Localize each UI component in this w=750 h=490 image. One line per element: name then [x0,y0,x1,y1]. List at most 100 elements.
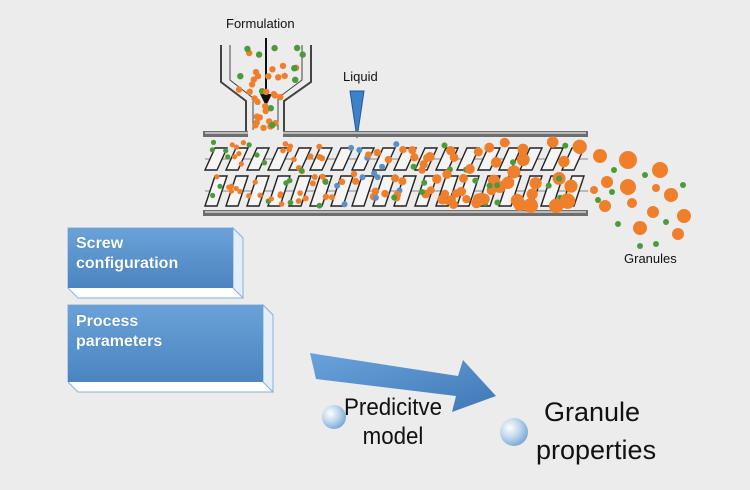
particle [217,183,223,189]
particle [237,188,243,195]
particle [373,148,381,157]
particle [381,189,389,198]
particle [282,141,289,147]
particle [231,154,238,160]
particle [637,243,643,249]
particle [307,153,314,160]
particle [562,142,569,149]
particle [356,147,363,153]
particle [223,148,229,154]
particle [499,137,510,148]
particle [302,195,309,202]
particle [293,44,301,52]
particle [472,193,484,205]
formulation-arrow [260,38,272,106]
particle [235,86,243,93]
particle [350,170,358,178]
screw-configuration-box [67,226,244,300]
particle [352,177,360,185]
particle [210,139,217,146]
particle [322,179,329,185]
particle [260,124,267,132]
particle [652,162,668,178]
process-parameters-box [67,303,274,394]
particles [209,44,691,249]
particle [319,173,326,180]
particle [322,193,330,200]
particle [510,193,524,207]
particle [291,156,297,163]
particle [271,44,278,52]
particle [233,144,240,150]
particle [254,152,260,158]
particle [318,155,326,162]
particle [261,160,268,166]
particle [292,76,299,84]
particle [365,151,372,159]
particle [255,51,263,58]
particle [348,144,355,151]
formulation-label: Formulation [226,16,295,31]
particle [309,180,316,187]
granules-label: Granules [624,251,677,266]
particle [262,107,269,115]
particle [328,194,336,201]
particle [653,241,659,247]
particle [298,167,305,174]
particle [408,146,417,155]
screw-flight [204,175,228,207]
particle [633,221,647,235]
particle [664,188,678,202]
particle [371,170,378,177]
particle [599,200,611,212]
particle [372,194,379,201]
particle [254,72,262,80]
particle [558,155,570,168]
particle [399,146,407,154]
particle [432,174,442,184]
particle [652,184,660,192]
particle [252,179,258,185]
particle [391,194,398,201]
particle [244,45,251,53]
particle [262,102,269,110]
screw-flight [246,175,270,207]
particle [647,206,659,218]
particle [615,221,621,227]
screw-flight [203,147,229,171]
particle [291,65,298,72]
particle [473,147,483,157]
particle [523,198,539,213]
particle [275,74,282,81]
particle [225,154,231,160]
particle [451,189,461,198]
particle [419,160,428,169]
particle [556,175,563,182]
particle [437,194,448,205]
particle [283,180,289,186]
particle [269,66,276,73]
particle [316,202,323,209]
particle [379,163,386,170]
particle [559,193,576,209]
particle [423,154,431,163]
particle [593,149,607,163]
particle [278,201,285,207]
particle [280,147,286,154]
particle [229,142,235,148]
particle [526,188,538,200]
particle [269,122,276,129]
particle [595,197,601,203]
particle [516,153,530,167]
particle [311,174,318,180]
particle [564,179,578,193]
liquid-nozzle [349,90,365,139]
particle [209,147,215,153]
particle [609,189,615,195]
particle [546,136,559,148]
particle [248,81,256,88]
particle [410,153,419,162]
particle [642,172,648,178]
screw-flight [245,147,271,171]
